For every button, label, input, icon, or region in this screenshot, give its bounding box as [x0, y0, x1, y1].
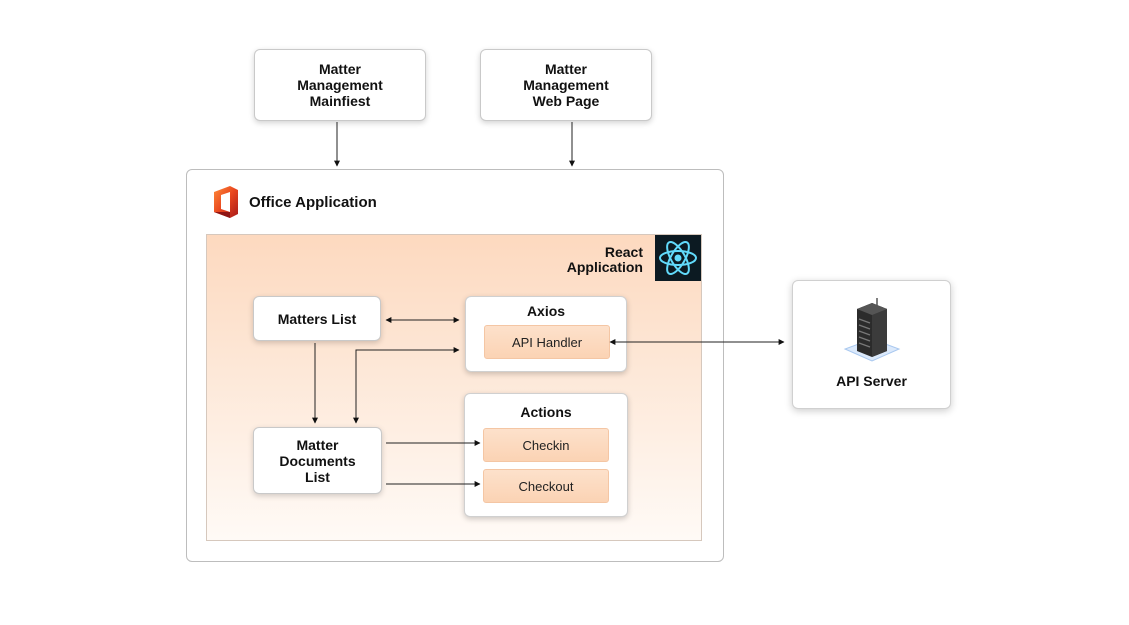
office-title: Office Application: [249, 194, 377, 211]
matters-list-label: Matters List: [277, 310, 357, 327]
api-handler-box: API Handler: [484, 325, 610, 359]
react-title: React Application: [566, 244, 643, 275]
api-server-box: API Server: [792, 280, 951, 409]
api-server-label: API Server: [836, 373, 907, 389]
checkin-label: Checkin: [522, 437, 570, 453]
matters-list-box: Matters List: [253, 296, 381, 341]
checkout-label: Checkout: [518, 478, 574, 494]
actions-title: Actions: [520, 404, 572, 420]
checkout-box: Checkout: [483, 469, 609, 503]
react-logo-icon: [655, 235, 701, 281]
axios-panel: Axios API Handler: [465, 296, 627, 372]
axios-title: Axios: [526, 303, 566, 319]
office-logo-icon: [214, 186, 238, 218]
actions-panel: Actions Checkin Checkout: [464, 393, 628, 517]
web-page-label: Matter Management Web Page: [523, 61, 609, 109]
checkin-box: Checkin: [483, 428, 609, 462]
manifest-label: Matter Management Mainfiest: [297, 61, 383, 109]
server-rack-icon: [843, 298, 901, 362]
manifest-box: Matter Management Mainfiest: [254, 49, 426, 121]
matter-documents-list-label: Matter Documents List: [279, 436, 356, 485]
api-handler-label: API Handler: [511, 334, 583, 350]
matter-documents-list-box: Matter Documents List: [253, 427, 382, 494]
web-page-box: Matter Management Web Page: [480, 49, 652, 121]
